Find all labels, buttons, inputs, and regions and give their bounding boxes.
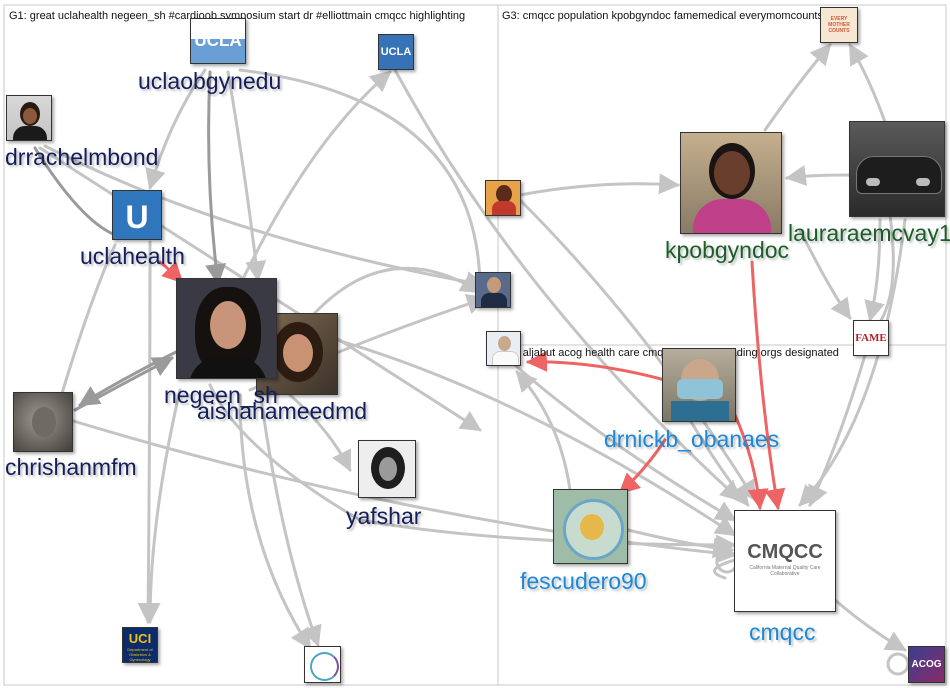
user-avatar-suit[interactable] xyxy=(475,272,511,308)
acog-logo-text: ACOG xyxy=(909,659,944,670)
ucla-logo-text-2: UCLA xyxy=(379,46,413,58)
node-label-yafshar[interactable]: yafshar xyxy=(346,505,421,528)
node-label-uclaobgynedu[interactable]: uclaobgynedu xyxy=(138,70,281,93)
uci-obgyn-avatar[interactable]: UCI Department of Obstetrics & Gynecolog… xyxy=(122,627,158,663)
drnickb_obanaes-avatar[interactable] xyxy=(662,348,736,422)
chrishanmfm-avatar[interactable] xyxy=(13,392,73,452)
user-avatar-orange[interactable] xyxy=(485,180,521,216)
uclaobgynedu-avatar[interactable]: UCLA xyxy=(190,18,246,64)
cmqcc-avatar[interactable]: CMQCC California Maternal Quality Care C… xyxy=(734,510,836,612)
node-label-kpobgyndoc[interactable]: kpobgyndoc xyxy=(665,239,789,262)
fescudero90-avatar[interactable] xyxy=(553,489,628,564)
cmqcc-logo-subtext: California Maternal Quality Care Collabo… xyxy=(743,565,827,577)
acog-avatar[interactable]: ACOG xyxy=(908,646,945,683)
self-loop-acog xyxy=(888,654,908,674)
group-title-g3: G3: cmqcc population kpobgyndoc famemedi… xyxy=(502,10,932,23)
node-label-lauraraemcvay1[interactable]: lauraraemcvay1 xyxy=(788,222,950,245)
negeen_sh-avatar[interactable] xyxy=(176,278,277,379)
node-label-drrachelmbond[interactable]: drrachelmbond xyxy=(5,146,158,169)
circle-logo-avatar[interactable] xyxy=(304,646,341,683)
node-label-drnickb_obanaes[interactable]: drnickb_obanaes xyxy=(604,428,779,451)
ucla-logo-text: UCLA xyxy=(191,31,245,51)
everymomcounts-avatar[interactable]: EVERY MOTHER COUNTS xyxy=(820,7,858,43)
lauraraemcvay1-avatar[interactable] xyxy=(849,121,945,217)
yafshar-avatar[interactable] xyxy=(358,440,416,498)
cmqcc-logo-text: CMQCC xyxy=(735,541,835,564)
uclahealth-logo-letter: U xyxy=(113,199,161,236)
uci-logo-subtext: Department of Obstetrics & Gynecology xyxy=(125,647,155,662)
fame-logo-text: FAME xyxy=(854,332,888,344)
everymom-logo-text: EVERY MOTHER COUNTS xyxy=(823,16,855,34)
node-label-cmqcc[interactable]: cmqcc xyxy=(749,621,815,644)
kpobgyndoc-avatar[interactable] xyxy=(680,132,782,234)
node-label-chrishanmfm[interactable]: chrishanmfm xyxy=(5,456,137,479)
node-label-uclahealth[interactable]: uclahealth xyxy=(80,245,185,268)
uci-logo-text: UCI xyxy=(123,631,157,646)
famemedical-avatar[interactable]: FAME xyxy=(853,320,889,356)
uclahealth-avatar[interactable]: U xyxy=(112,190,162,240)
ucla-logo-avatar[interactable]: UCLA xyxy=(378,34,414,70)
user-avatar-doctor[interactable] xyxy=(486,331,521,366)
drrachelmbond-avatar[interactable] xyxy=(6,95,52,141)
node-label-fescudero90[interactable]: fescudero90 xyxy=(520,570,647,593)
node-label-negeen_sh[interactable]: negeen_sh xyxy=(164,384,278,407)
